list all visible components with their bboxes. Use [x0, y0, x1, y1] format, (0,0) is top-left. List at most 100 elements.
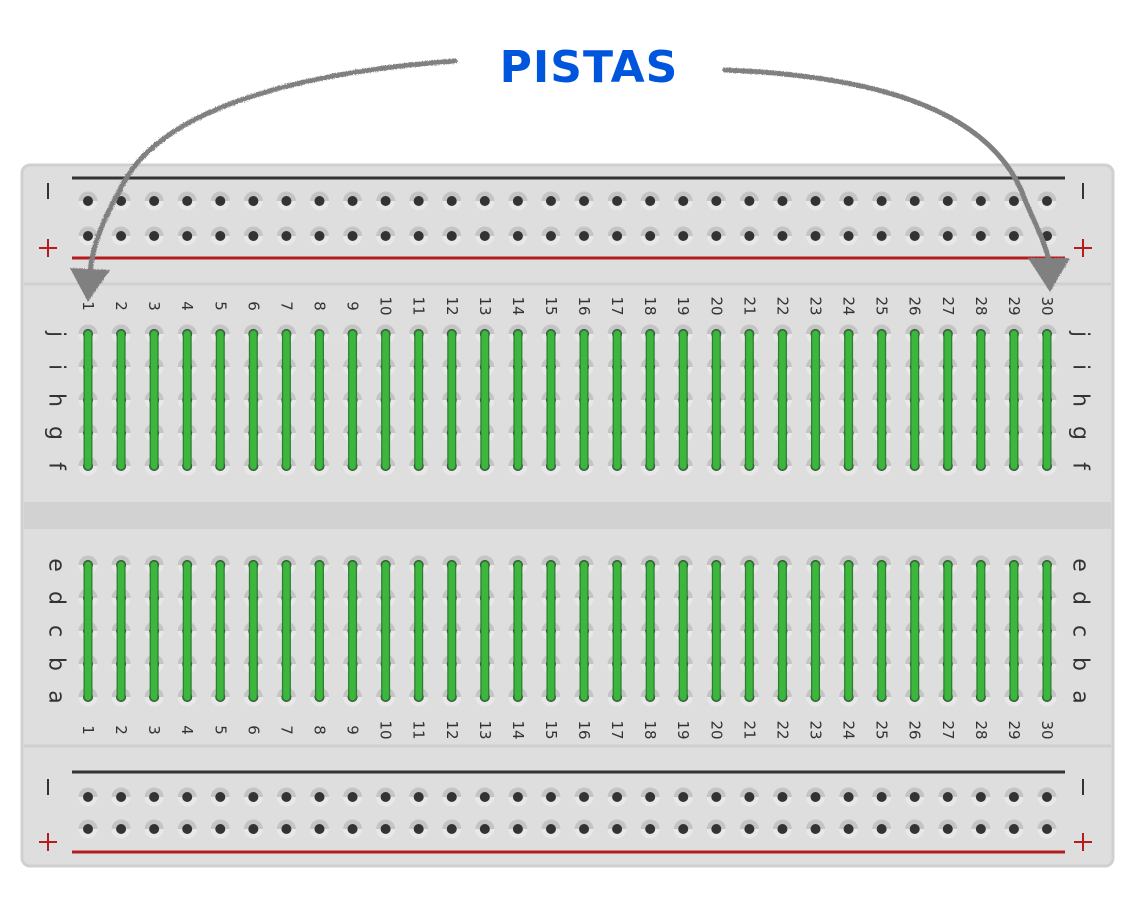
top-strip-row-label-g-left: g — [44, 426, 69, 440]
top-rail-negative-hole — [475, 191, 495, 211]
bottom-rail-positive-hole — [1037, 819, 1057, 839]
bottom-column-number-5: 5 — [211, 725, 229, 735]
hole-center — [645, 196, 656, 206]
top-rail-positive-label-left — [39, 239, 57, 257]
top-rail-negative-hole — [210, 191, 230, 211]
bottom-strip-row-label-d-left: d — [44, 591, 69, 605]
bottom-rail-negative-hole — [409, 787, 429, 807]
hole-center — [744, 824, 755, 834]
hole-center — [545, 824, 556, 834]
top-column-number-16: 16 — [575, 296, 593, 315]
bottom-strip-row-label-e-right: e — [1068, 558, 1093, 572]
bottom-rail-negative-hole — [938, 787, 958, 807]
bottom-column-number-16: 16 — [575, 720, 593, 739]
top-column-number-10: 10 — [377, 296, 395, 315]
arrow-to-column-30 — [722, 67, 1070, 292]
bottom-rail-positive-hole — [673, 819, 693, 839]
hole-center — [347, 792, 358, 802]
bottom-rail-negative-hole — [739, 787, 759, 807]
bottom-rail-positive-hole — [177, 819, 197, 839]
top-column-number-29: 29 — [1005, 296, 1023, 315]
hole-center — [83, 231, 93, 241]
bottom-rail-positive-hole — [409, 819, 429, 839]
hole-center — [83, 792, 93, 802]
top-strip-row-label-i-left: i — [44, 364, 69, 370]
hole-center — [149, 231, 160, 241]
hole-center — [909, 824, 920, 834]
top-column-number-9: 9 — [344, 301, 362, 311]
top-rail-positive-hole — [276, 226, 296, 246]
top-rail-positive-hole — [640, 226, 660, 246]
bottom-column-number-13: 13 — [476, 720, 494, 739]
bottom-rail-negative-hole — [872, 787, 892, 807]
top-rail-positive-hole — [475, 226, 495, 246]
bottom-rail-positive-hole — [640, 819, 660, 839]
center-channel — [24, 502, 1111, 529]
bottom-column-number-3: 3 — [145, 725, 163, 735]
bottom-rail-positive-hole — [508, 819, 528, 839]
hole-center — [182, 196, 193, 206]
hole-center — [645, 824, 656, 834]
hole-center — [1042, 792, 1052, 802]
bottom-rail-negative-hole — [1004, 787, 1024, 807]
bottom-rail-negative-hole — [607, 787, 627, 807]
bottom-rail-negative-hole — [144, 787, 164, 807]
hole-center — [479, 792, 490, 802]
top-rail-negative-hole — [673, 191, 693, 211]
bottom-column-number-1: 1 — [79, 725, 97, 735]
bottom-column-number-29: 29 — [1005, 720, 1023, 739]
top-rail-positive-hole — [343, 226, 363, 246]
hole-center — [446, 231, 457, 241]
top-rail-positive-hole — [673, 226, 693, 246]
hole-center — [909, 196, 920, 206]
hole-center — [380, 792, 391, 802]
bottom-rail-negative-hole — [541, 787, 561, 807]
bottom-rail-negative-hole — [772, 787, 792, 807]
bottom-rail-positive-hole — [276, 819, 296, 839]
top-column-number-12: 12 — [443, 296, 461, 315]
bottom-rail-positive-hole — [706, 819, 726, 839]
bottom-column-number-24: 24 — [840, 720, 858, 739]
arrow-to-column-1 — [70, 58, 458, 302]
hole-center — [512, 196, 523, 206]
bottom-rail-negative-hole — [508, 787, 528, 807]
bottom-rail-negative-hole — [1037, 787, 1057, 807]
top-column-number-5: 5 — [211, 301, 229, 311]
bottom-column-number-6: 6 — [244, 725, 262, 735]
top-rail-positive-hole — [210, 226, 230, 246]
hole-center — [1008, 824, 1019, 834]
top-rail-positive-hole — [177, 226, 197, 246]
hole-center — [810, 231, 821, 241]
top-rail-negative-hole — [541, 191, 561, 211]
bottom-rail-positive-hole — [343, 819, 363, 839]
hole-center — [281, 792, 292, 802]
hole-center — [876, 231, 887, 241]
bottom-strip-row-label-d-right: d — [1068, 591, 1093, 605]
bottom-column-number-26: 26 — [906, 720, 924, 739]
hole-center — [711, 824, 722, 834]
hole-center — [116, 196, 127, 206]
hole-center — [843, 231, 854, 241]
top-rail-positive-label-right — [1074, 239, 1092, 257]
arrow-to-column-30-head — [1028, 258, 1070, 292]
bottom-rail-negative-hole — [210, 787, 230, 807]
bottom-rail-negative-hole — [475, 787, 495, 807]
top-rail-positive-hole — [574, 226, 594, 246]
bottom-rail-positive-hole — [309, 819, 329, 839]
top-rail-negative-hole — [806, 191, 826, 211]
top-strip-row-label-i-right: i — [1068, 364, 1093, 370]
top-rail-negative-hole — [243, 191, 263, 211]
bottom-rail-negative-hole — [376, 787, 396, 807]
top-column-number-18: 18 — [641, 296, 659, 315]
top-rail-negative-hole — [376, 191, 396, 211]
bottom-rail-positive-hole — [210, 819, 230, 839]
hole-center — [545, 231, 556, 241]
top-rail-negative-hole — [1004, 191, 1024, 211]
hole-center — [942, 196, 953, 206]
hole-center — [479, 196, 490, 206]
top-strip-row-label-f-right: f — [1068, 462, 1093, 471]
top-column-number-26: 26 — [906, 296, 924, 315]
bottom-column-number-20: 20 — [707, 720, 725, 739]
top-strip-row-label-h-right: h — [1068, 393, 1093, 407]
top-rail-positive-hole — [409, 226, 429, 246]
